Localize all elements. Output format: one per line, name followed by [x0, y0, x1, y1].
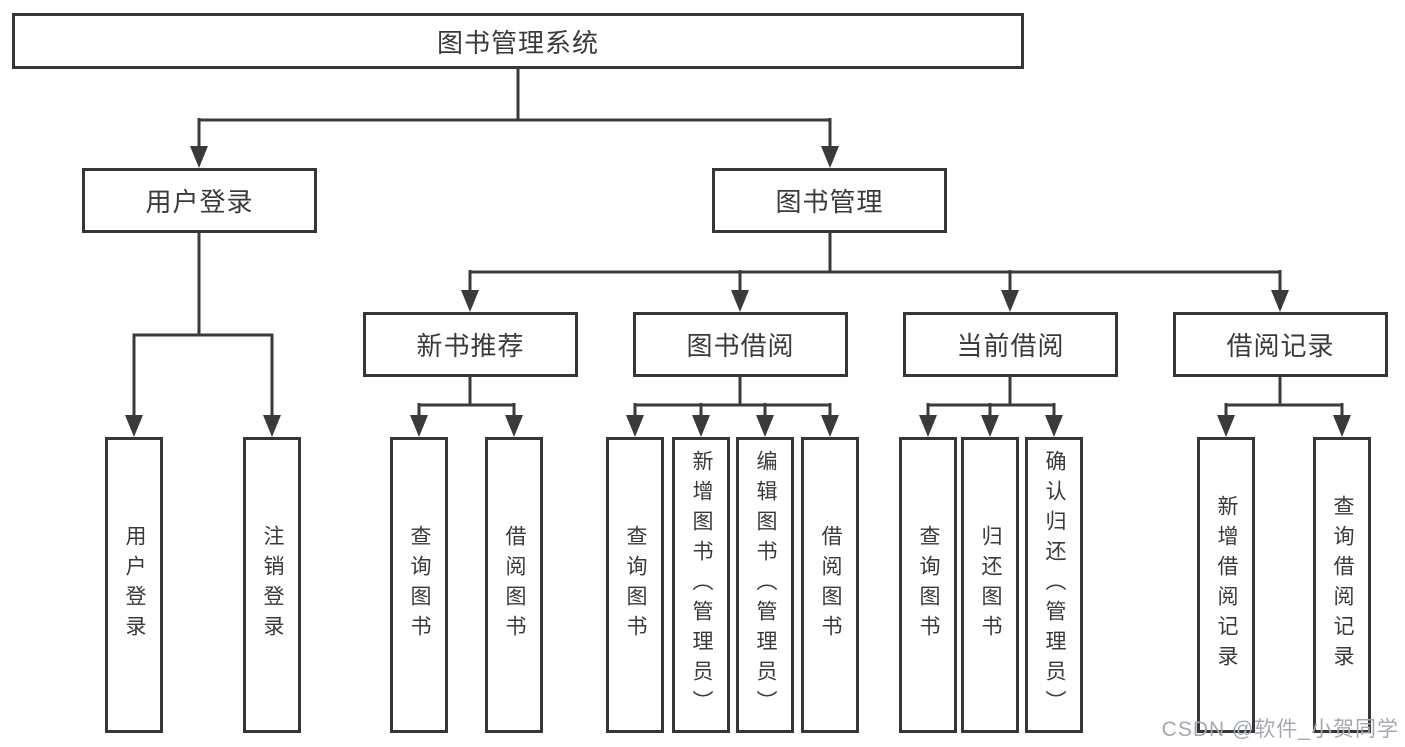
leaf-records-add-record-label: 新增借阅记录 [1215, 495, 1239, 675]
leaf-current-return-books: 归还图书 [961, 437, 1019, 733]
leaf-current-query-books: 查询图书 [899, 437, 957, 733]
node-borrow-records-label: 借阅记录 [1226, 331, 1335, 361]
arrowhead-icon [125, 415, 143, 437]
connector-book-borrow-children [633, 375, 832, 416]
leaf-borrow-add-books-admin-label: 新增图书（管理员） [690, 450, 714, 720]
node-new-book-recommend: 新书推荐 [363, 312, 578, 377]
leaf-newbook-borrow-books: 借阅图书 [485, 437, 543, 733]
node-book-borrow: 图书借阅 [633, 312, 848, 377]
arrowhead-icon [919, 415, 937, 437]
leaf-records-query-record: 查询借阅记录 [1313, 437, 1371, 733]
connector-current-borrow-children [926, 375, 1056, 416]
connector-new-book-recommend-children [417, 375, 516, 416]
arrowhead-icon [821, 415, 839, 437]
arrowhead-icon [981, 415, 999, 437]
node-user-login-label: 用户登录 [145, 187, 254, 217]
node-borrow-records: 借阅记录 [1173, 312, 1388, 377]
arrowhead-icon [1333, 415, 1351, 437]
connector-root-to-level2 [197, 69, 832, 148]
arrowhead-icon [756, 415, 774, 437]
arrowhead-icon [1217, 415, 1235, 437]
connector-borrow-records-children [1224, 375, 1344, 416]
leaf-newbook-borrow-books-label: 借阅图书 [503, 525, 527, 645]
arrowhead-icon [1001, 290, 1019, 312]
leaf-user-login-label: 用户登录 [123, 525, 147, 645]
arrowhead-icon [731, 290, 749, 312]
leaf-borrow-edit-books-admin: 编辑图书（管理员） [736, 437, 794, 733]
arrowhead-icon [190, 146, 208, 168]
leaf-current-return-books-label: 归还图书 [979, 525, 1003, 645]
node-root: 图书管理系统 [12, 13, 1024, 69]
node-book-management-label: 图书管理 [775, 187, 884, 217]
connector-book-management-children [468, 232, 1282, 291]
arrowheads [125, 146, 1351, 437]
arrowhead-icon [263, 415, 281, 437]
leaf-newbook-query-books: 查询图书 [390, 437, 448, 733]
arrowhead-icon [505, 415, 523, 437]
node-current-borrow-label: 当前借阅 [956, 331, 1065, 361]
arrowhead-icon [1045, 415, 1063, 437]
leaf-borrow-borrow-books: 借阅图书 [801, 437, 859, 733]
leaf-newbook-query-books-label: 查询图书 [408, 525, 432, 645]
node-user-login: 用户登录 [82, 168, 317, 233]
node-current-borrow: 当前借阅 [903, 312, 1118, 377]
arrowhead-icon [461, 290, 479, 312]
connector-user-login-children [132, 232, 274, 416]
arrowhead-icon [410, 415, 428, 437]
leaf-records-add-record: 新增借阅记录 [1197, 437, 1255, 733]
arrowhead-icon [626, 415, 644, 437]
csdn-watermark: CSDN @软件_小贺同学 [1161, 718, 1399, 741]
leaf-user-login: 用户登录 [105, 437, 163, 733]
leaf-logout: 注销登录 [243, 437, 301, 733]
node-book-management: 图书管理 [712, 168, 947, 233]
leaf-borrow-add-books-admin: 新增图书（管理员） [672, 437, 730, 733]
leaf-records-query-record-label: 查询借阅记录 [1331, 495, 1355, 675]
node-root-label: 图书管理系统 [436, 27, 599, 58]
leaf-borrow-query-books-label: 查询图书 [624, 525, 648, 645]
node-book-borrow-label: 图书借阅 [686, 331, 795, 361]
leaf-borrow-borrow-books-label: 借阅图书 [819, 525, 843, 645]
leaf-current-query-books-label: 查询图书 [917, 525, 941, 645]
arrowhead-icon [1271, 290, 1289, 312]
leaf-logout-label: 注销登录 [261, 525, 285, 645]
leaf-current-confirm-return-admin: 确认归还（管理员） [1025, 437, 1083, 733]
leaf-borrow-edit-books-admin-label: 编辑图书（管理员） [754, 450, 778, 720]
arrowhead-icon [692, 415, 710, 437]
node-new-book-recommend-label: 新书推荐 [416, 331, 525, 361]
leaf-borrow-query-books: 查询图书 [606, 437, 664, 733]
arrowhead-icon [821, 146, 839, 168]
leaf-current-confirm-return-admin-label: 确认归还（管理员） [1043, 450, 1067, 720]
